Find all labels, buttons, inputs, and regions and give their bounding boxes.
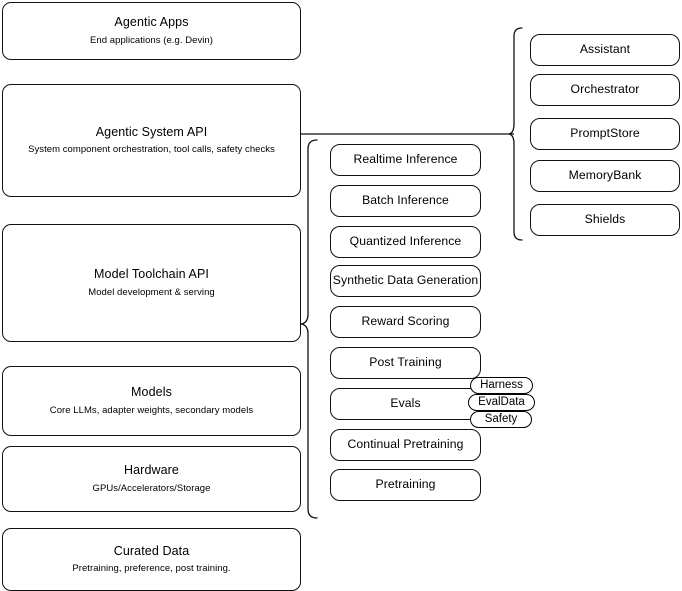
component-box-realtime-inference[interactable]: Realtime Inference (330, 144, 481, 176)
component-label: MemoryBank (568, 168, 642, 183)
component-label: Pretraining (375, 477, 436, 492)
component-box-orchestrator[interactable]: Orchestrator (530, 74, 680, 106)
component-label: Post Training (369, 355, 442, 370)
layer-box-agentic-system-api[interactable]: Agentic System API System component orch… (2, 84, 301, 197)
brace-model-toolchain-components (300, 139, 318, 519)
component-label: Evals (390, 396, 421, 411)
layer-box-models[interactable]: Models Core LLMs, adapter weights, secon… (2, 366, 301, 436)
component-label: Synthetic Data Generation (332, 273, 479, 288)
layer-subtitle: GPUs/Accelerators/Storage (92, 482, 211, 494)
layer-title: Models (131, 385, 172, 400)
component-label: Realtime Inference (353, 152, 458, 167)
component-label: Assistant (579, 42, 631, 57)
component-box-pretraining[interactable]: Pretraining (330, 469, 481, 501)
component-box-quantized-inference[interactable]: Quantized Inference (330, 226, 481, 258)
component-label: Continual Pretraining (347, 437, 464, 452)
layer-box-hardware[interactable]: Hardware GPUs/Accelerators/Storage (2, 446, 301, 512)
layer-box-agentic-apps[interactable]: Agentic Apps End applications (e.g. Devi… (2, 2, 301, 60)
component-label: PromptStore (570, 126, 640, 141)
component-box-promptstore[interactable]: PromptStore (530, 118, 680, 150)
layer-subtitle: End applications (e.g. Devin) (90, 34, 213, 46)
connector-agentic-system-api (301, 133, 514, 135)
evals-subcomponent-harness[interactable]: Harness (470, 377, 533, 394)
component-box-post-training[interactable]: Post Training (330, 347, 481, 379)
layer-title: Agentic Apps (114, 15, 189, 30)
component-box-batch-inference[interactable]: Batch Inference (330, 185, 481, 217)
evals-subcomponent-safety[interactable]: Safety (470, 411, 532, 428)
component-label: Reward Scoring (361, 314, 450, 329)
component-label: Quantized Inference (349, 234, 462, 249)
evals-subcomponent-label: Harness (480, 378, 523, 391)
component-box-continual-pretraining[interactable]: Continual Pretraining (330, 429, 481, 461)
evals-subcomponent-label: EvalData (478, 395, 525, 408)
layer-title: Hardware (124, 463, 179, 478)
evals-subcomponent-evaldata[interactable]: EvalData (468, 394, 535, 411)
component-box-reward-scoring[interactable]: Reward Scoring (330, 306, 481, 338)
layer-subtitle: Model development & serving (88, 286, 215, 298)
layer-title: Curated Data (113, 543, 190, 558)
component-box-assistant[interactable]: Assistant (530, 34, 680, 66)
layer-subtitle: System component orchestration, tool cal… (28, 144, 275, 156)
component-label: Shields (584, 212, 626, 227)
layer-subtitle: Pretraining, preference, post training. (72, 563, 231, 575)
component-box-shields[interactable]: Shields (530, 204, 680, 236)
component-box-synthetic-data-generation[interactable]: Synthetic Data Generation (330, 265, 481, 297)
component-box-memorybank[interactable]: MemoryBank (530, 160, 680, 192)
layer-title: Model Toolchain API (94, 267, 209, 282)
brace-agentic-system-components (508, 27, 523, 241)
component-label: Orchestrator (570, 82, 640, 97)
layer-subtitle: Core LLMs, adapter weights, secondary mo… (49, 404, 254, 416)
evals-subcomponent-label: Safety (484, 412, 518, 425)
layer-title: Agentic System API (95, 124, 208, 139)
component-box-evals[interactable]: Evals (330, 388, 481, 420)
layer-box-curated-data[interactable]: Curated Data Pretraining, preference, po… (2, 528, 301, 591)
component-label: Batch Inference (362, 193, 449, 208)
layer-box-model-toolchain-api[interactable]: Model Toolchain API Model development & … (2, 224, 301, 342)
